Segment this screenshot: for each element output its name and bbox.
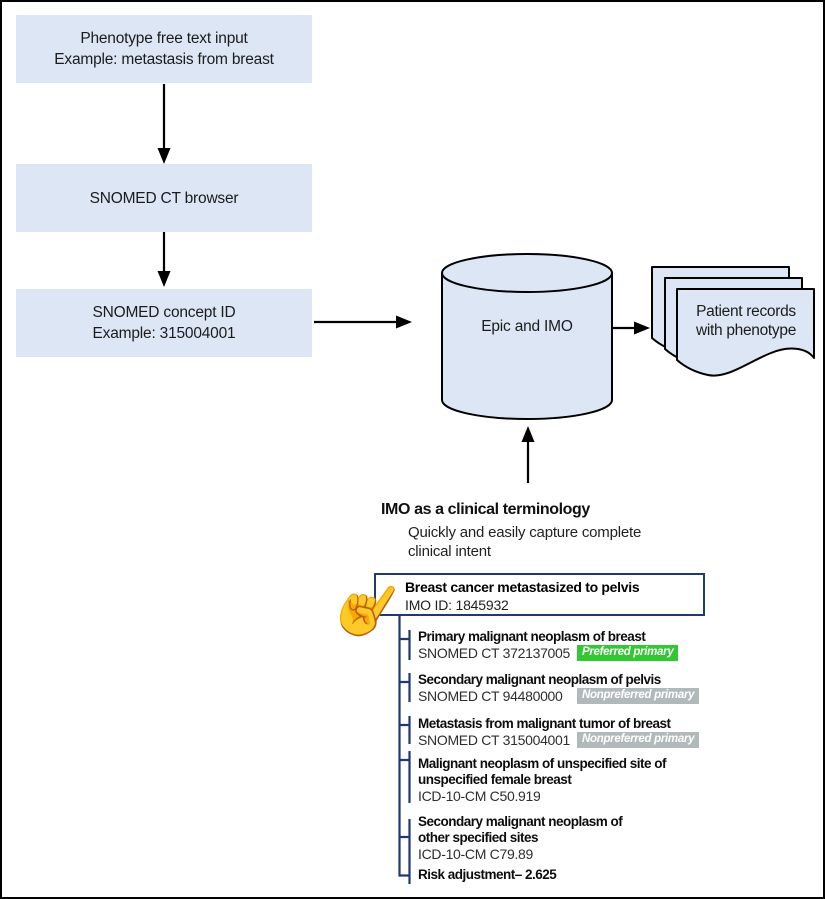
arrow-right-2-icon <box>613 321 650 335</box>
code-text: SNOMED CT 94480000 <box>418 688 563 704</box>
flow-box-snomed-browser: SNOMED CT browser <box>16 164 312 232</box>
flow-box-line: Example: metastasis from breast <box>54 51 274 68</box>
terminology-subheading: Quickly and easily capture complete clin… <box>408 524 641 561</box>
database-label: Epic and IMO <box>481 318 573 335</box>
term-item: Malignant neoplasm of unspecified site o… <box>418 756 667 804</box>
term-item-code: ICD-10-CM C79.89 <box>418 846 534 862</box>
database-cylinder-icon <box>441 253 613 420</box>
flow-box-phenotype-input: Phenotype free text input Example: metas… <box>16 15 312 83</box>
term-item-code: SNOMED CT 315004001 Nonpreferred primary <box>418 732 700 748</box>
term-item-code: ICD-10-CM C50.919 <box>418 788 541 804</box>
arrow-down-2-icon <box>157 232 171 287</box>
term-item-title: Secondary malignant neoplasm of <box>418 814 623 829</box>
subheading-line: clinical intent <box>408 542 491 560</box>
flow-box-line: SNOMED CT browser <box>89 189 239 207</box>
preferred-primary-badge: Preferred primary <box>577 645 679 661</box>
term-item-code: SNOMED CT 372137005 Preferred primary <box>418 645 679 661</box>
term-item: Metastasis from malignant tumor of breas… <box>418 716 700 748</box>
nonpreferred-primary-badge: Nonpreferred primary <box>577 688 700 704</box>
flow-box-snomed-concept-id: SNOMED concept ID Example: 315004001 <box>16 289 312 357</box>
documents-label-line: Patient records <box>696 303 796 320</box>
selected-term-title: Breast cancer metastasized to pelvis <box>405 579 640 595</box>
term-item-title: Secondary malignant neoplasm of pelvis <box>418 672 661 687</box>
arrow-right-1-icon <box>314 315 412 329</box>
documents-label: Patient records with phenotype <box>678 303 814 340</box>
code-text: SNOMED CT 315004001 <box>418 732 571 748</box>
term-item-title: unspecified female breast <box>418 772 572 787</box>
term-item-code: SNOMED CT 94480000 Nonpreferred primary <box>418 688 700 704</box>
term-item-title: Risk adjustment– 2.625 <box>418 867 557 882</box>
selected-term-imo-id: IMO ID: 1845932 <box>405 597 509 613</box>
term-item: Risk adjustment– 2.625 <box>418 867 557 883</box>
documents-stack-icon <box>651 266 815 377</box>
term-item-title: other specified sites <box>418 830 539 845</box>
subheading-line: Quickly and easily capture complete <box>408 524 642 541</box>
nonpreferred-primary-badge: Nonpreferred primary <box>577 732 700 748</box>
terminology-heading: IMO as a clinical terminology <box>381 501 590 518</box>
tree-connector-lines <box>398 616 411 884</box>
term-item-title: Primary malignant neoplasm of breast <box>418 629 646 644</box>
term-item: Secondary malignant neoplasm of pelvis S… <box>418 672 700 704</box>
flow-box-line: Phenotype free text input <box>80 30 248 47</box>
selected-term-box: Breast cancer metastasized to pelvis IMO… <box>374 573 705 616</box>
arrow-down-1-icon <box>157 84 171 164</box>
documents-label-line: with phenotype <box>695 321 797 339</box>
term-item: Primary malignant neoplasm of breast SNO… <box>418 629 679 661</box>
code-text: SNOMED CT 372137005 <box>418 645 571 661</box>
term-item-title: Metastasis from malignant tumor of breas… <box>418 716 671 731</box>
flow-box-line: SNOMED concept ID <box>92 304 236 321</box>
flow-box-line: Example: 315004001 <box>92 325 236 342</box>
term-item-title: Malignant neoplasm of unspecified site o… <box>418 756 667 771</box>
term-item: Secondary malignant neoplasm of other sp… <box>418 814 623 862</box>
arrow-up-icon <box>521 426 535 483</box>
